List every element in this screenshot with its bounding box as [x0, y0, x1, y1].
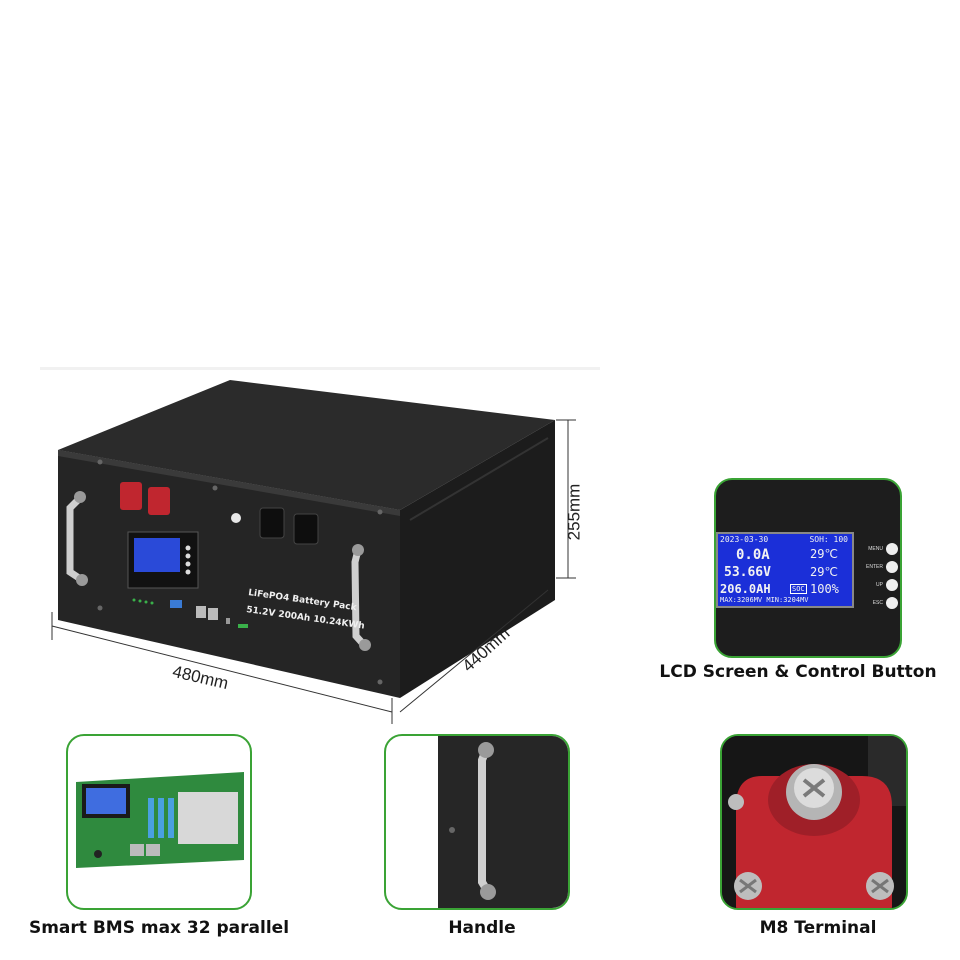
enter-button[interactable]: ENTER — [854, 558, 898, 576]
lcd-minmax: MAX:3206MV MIN:3204MV — [720, 596, 809, 604]
up-button[interactable]: UP — [854, 576, 898, 594]
caption-bms: Smart BMS max 32 parallel — [28, 918, 290, 938]
menu-button[interactable]: MENU — [854, 540, 898, 558]
caption-handle: Handle — [448, 918, 516, 938]
button-knob-icon — [886, 561, 898, 573]
button-knob-icon — [886, 597, 898, 609]
handle-thumbnail — [384, 734, 570, 910]
caption-terminal: M8 Terminal — [759, 918, 877, 938]
lcd-date: 2023-03-30 — [720, 535, 769, 544]
lcd-temp2: 29℃ — [810, 565, 838, 579]
lcd-current: 0.0A — [736, 547, 770, 563]
lcd-voltage: 53.66V — [724, 565, 771, 580]
lcd-soc: 100% — [810, 582, 839, 596]
esc-button[interactable]: ESC — [854, 594, 898, 612]
bms-thumbnail — [66, 734, 252, 910]
lcd-thumbnail: 2023-03-30 SOH: 100 0.0A 29℃ 53.66V 29℃ … — [714, 478, 902, 658]
lcd-capacity: 206.0AH — [720, 582, 771, 596]
caption-lcd: LCD Screen & Control Button — [659, 662, 937, 682]
terminal-thumbnail — [720, 734, 908, 910]
handle-image — [438, 736, 568, 908]
bms-board-image — [76, 772, 244, 868]
lcd-button-group: MENU ENTER UP ESC — [854, 540, 898, 612]
lcd-soh: SOH: 100 — [809, 535, 848, 544]
lcd-screen: 2023-03-30 SOH: 100 0.0A 29℃ 53.66V 29℃ … — [716, 532, 854, 608]
lcd-temp1: 29℃ — [810, 547, 838, 561]
button-knob-icon — [886, 543, 898, 555]
terminal-image — [722, 736, 906, 908]
lcd-soc-tag: SOC — [790, 584, 807, 594]
button-knob-icon — [886, 579, 898, 591]
dimension-height: 255mm — [564, 483, 584, 541]
battery-pack-image: LiFePO4 Battery Pack 51.2V 200Ah 10.24KW… — [40, 367, 600, 724]
